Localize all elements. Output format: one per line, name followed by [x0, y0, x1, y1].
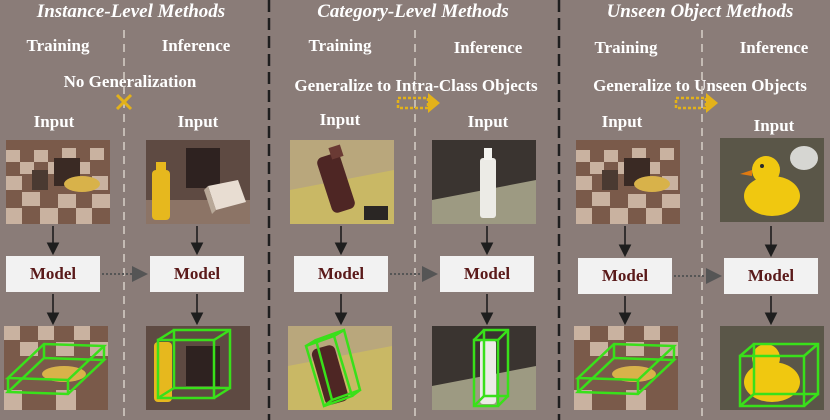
generalization-arrow-icon [396, 93, 440, 113]
input-label-unseen-train: Input [601, 112, 643, 131]
input-label-unseen-infer: Input [753, 116, 795, 135]
inference-label-instance: Inference [161, 36, 231, 55]
3d-bounding-box [304, 328, 362, 408]
output-image-category-train [288, 326, 392, 410]
output-image-unseen-train [574, 326, 678, 410]
input-label-category-infer: Input [467, 112, 509, 131]
input-image-instance-train [6, 140, 110, 224]
input-label-category-train: Input [319, 110, 361, 129]
input-image-unseen-train [576, 140, 680, 224]
input-image-unseen-infer [720, 138, 824, 222]
input-label-instance-train: Input [33, 112, 75, 131]
input-image-category-infer [432, 140, 536, 224]
input-image-instance-infer [146, 140, 250, 224]
3d-bounding-box [738, 342, 820, 408]
output-image-instance-train [4, 326, 108, 410]
model-box-unseen-train: Model [578, 258, 672, 294]
training-label-instance: Training [26, 36, 90, 55]
output-image-category-infer [432, 326, 536, 410]
model-box-unseen-infer: Model [724, 258, 818, 294]
3d-bounding-box [472, 328, 510, 408]
3d-bounding-box [4, 342, 108, 396]
training-label-unseen: Training [594, 38, 658, 57]
output-image-instance-infer [146, 326, 250, 410]
3d-bounding-box [156, 328, 232, 400]
cross-icon [115, 93, 133, 111]
section-title-category: Category-Level Methods [317, 1, 509, 22]
section-title-unseen: Unseen Object Methods [606, 1, 794, 22]
model-box-instance-train: Model [6, 256, 100, 292]
input-image-category-train [290, 140, 394, 224]
model-box-instance-infer: Model [150, 256, 244, 292]
generalization-arrow-icon [674, 93, 718, 113]
generalization-caption-instance: No Generalization [63, 72, 197, 91]
inference-label-unseen: Inference [739, 38, 809, 57]
generalization-caption-category: Generalize to Intra-Class Objects [294, 76, 538, 95]
model-box-category-infer: Model [440, 256, 534, 292]
output-image-unseen-infer [720, 326, 824, 410]
section-title-instance: Instance-Level Methods [36, 1, 226, 22]
inference-label-category: Inference [453, 38, 523, 57]
3d-bounding-box [574, 342, 678, 396]
model-box-category-train: Model [294, 256, 388, 292]
generalization-caption-unseen: Generalize to Unseen Objects [593, 76, 807, 95]
input-label-instance-infer: Input [177, 112, 219, 131]
training-label-category: Training [308, 36, 372, 55]
